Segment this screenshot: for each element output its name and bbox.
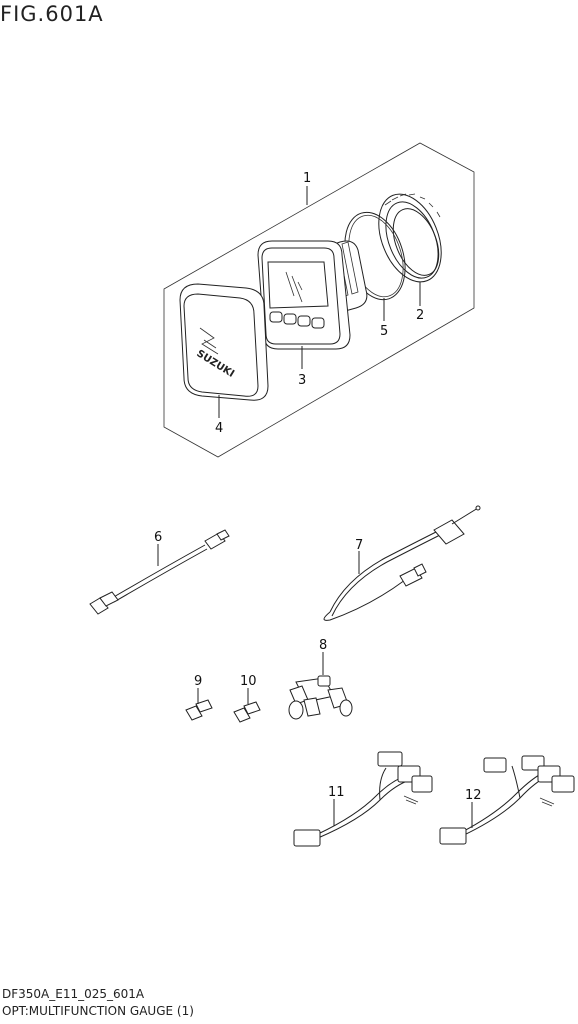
wire-harness-b — [439, 755, 575, 845]
backbone-cable — [89, 529, 230, 615]
wire-harness-a — [293, 751, 433, 847]
callout-4: 4 — [215, 421, 223, 436]
callout-2: 2 — [416, 308, 424, 323]
callout-11: 11 — [328, 785, 345, 800]
callout-10: 10 — [240, 674, 257, 689]
t-connector — [288, 675, 353, 720]
callout-5: 5 — [380, 324, 388, 339]
callout-9: 9 — [194, 674, 202, 689]
callout-8: 8 — [319, 638, 327, 653]
gauge-body — [257, 240, 368, 350]
callout-3: 3 — [298, 373, 306, 388]
figure-caption: OPT:MULTIFUNCTION GAUGE (1) — [2, 1004, 194, 1018]
figure-title: FIG.601A — [0, 2, 104, 26]
callout-12: 12 — [465, 788, 482, 803]
terminator-female — [233, 701, 261, 723]
power-cable — [323, 505, 481, 621]
callout-7: 7 — [355, 538, 363, 553]
callout-1: 1 — [303, 171, 311, 186]
gauge-cover: SUZUKI — [179, 283, 269, 401]
kit-outline — [163, 142, 475, 458]
figure-code: DF350A_E11_025_601A — [2, 987, 145, 1001]
lock-ring — [378, 193, 442, 283]
terminator-male — [185, 699, 213, 721]
callout-6: 6 — [154, 530, 162, 545]
